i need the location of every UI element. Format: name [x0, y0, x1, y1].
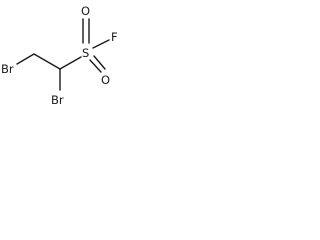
atom-oxygen-bottom: O — [101, 73, 110, 87]
bonds — [16, 18, 110, 91]
bond-br1-c1 — [16, 53, 35, 65]
bond-s-o2-b — [89, 59, 102, 73]
bond-c1-c2 — [33, 53, 61, 70]
bond-s-f — [92, 39, 110, 49]
chemical-structure: Br Br S O O F — [1, 4, 118, 107]
atom-labels: Br Br S O O F — [1, 4, 118, 107]
atom-br-left: Br — [1, 62, 14, 76]
atom-oxygen-top: O — [81, 4, 90, 18]
atom-sulfur: S — [82, 46, 89, 60]
atom-fluorine: F — [111, 30, 118, 44]
atom-br-bottom: Br — [51, 93, 64, 107]
bond-s-o2-a — [93, 55, 106, 70]
bond-c2-s — [59, 56, 82, 70]
